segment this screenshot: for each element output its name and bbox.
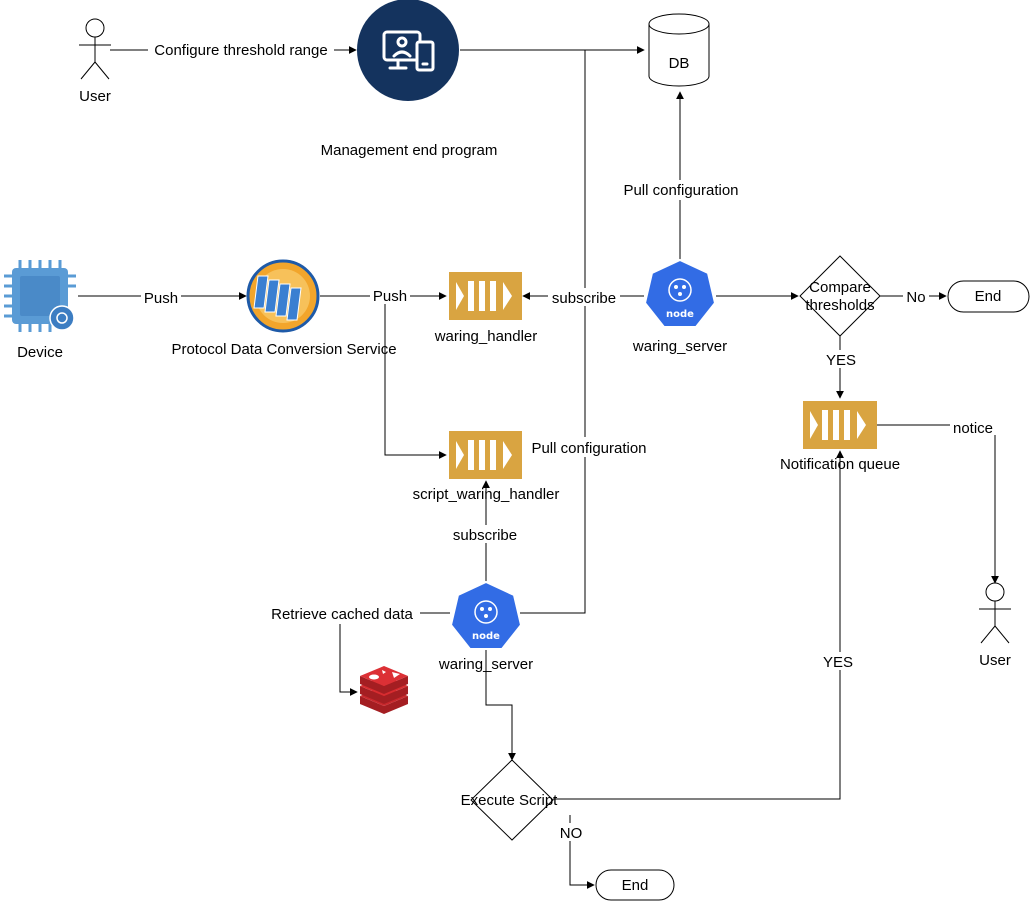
user-right-label: User [979, 652, 1011, 669]
queue-icon [449, 431, 522, 479]
execute-script-decision: Execute Script [461, 759, 559, 841]
script-waring-handler-node: script_waring_handler [413, 431, 560, 503]
edge-bottom-server-db [520, 50, 586, 614]
end-bottom-label: End [622, 877, 649, 894]
management-node: Management end program [321, 0, 498, 159]
device-label: Device [17, 344, 63, 361]
device-node: Device [4, 260, 76, 361]
edge-label-configure-threshold: Configure threshold range [154, 42, 327, 59]
edge-label-no: No [906, 289, 925, 306]
compare-label-line2: thresholds [805, 297, 874, 314]
edge-label-yes-script: YES [823, 654, 853, 671]
notification-queue-label: Notification queue [780, 456, 900, 473]
compare-decision: Compare thresholds [799, 255, 881, 337]
protocol-label: Protocol Data Conversion Service [171, 341, 396, 358]
waring-server-bottom-node: node waring_server [438, 580, 533, 673]
nodejs-icon: node [449, 580, 523, 650]
redis-node [360, 666, 408, 714]
edge-labels: Configure threshold range Push Push subs… [141, 40, 996, 842]
user-top-actor: User [79, 18, 111, 105]
database-icon [648, 24, 710, 87]
edge-label-retrieve-cached: Retrieve cached data [271, 606, 413, 623]
queue-icon [803, 401, 877, 449]
waring-handler-node: waring_handler [434, 272, 538, 345]
edge-label-push-protocol: Push [373, 288, 407, 305]
notification-queue-node: Notification queue [780, 401, 900, 473]
edge-label-subscribe-top: subscribe [552, 290, 616, 307]
protocol-node: Protocol Data Conversion Service [171, 259, 397, 358]
script-waring-handler-label: script_waring_handler [413, 486, 560, 503]
execute-script-label: Execute Script [461, 792, 559, 809]
management-label: Management end program [321, 142, 498, 159]
monitor-devices-icon [357, 0, 459, 101]
waring-handler-label: waring_handler [434, 328, 538, 345]
user-icon [979, 582, 1011, 644]
chip-icon [4, 260, 76, 332]
waring-server-top-node: node waring_server [632, 258, 727, 355]
waring-server-top-label: waring_server [632, 338, 727, 355]
edge-label-pull-config-top: Pull configuration [623, 182, 738, 199]
end-top-node: End [947, 280, 1030, 313]
waring-server-bottom-label: waring_server [438, 656, 533, 673]
edge-protocol-script-handler [384, 296, 447, 459]
edge-label-notice: notice [953, 420, 993, 437]
edge-label-yes-compare: YES [826, 352, 856, 369]
end-bottom-node: End [595, 869, 675, 901]
compare-label-line1: Compare [809, 279, 871, 296]
edge-label-subscribe-bottom: subscribe [453, 527, 517, 544]
redis-icon [360, 666, 408, 714]
db-label: DB [669, 55, 690, 72]
user-top-label: User [79, 88, 111, 105]
edge-execute-queue [553, 450, 844, 800]
edge-label-pull-config-bottom: Pull configuration [531, 440, 646, 457]
svg-text:node: node [666, 309, 694, 320]
user-right-actor: User [979, 582, 1011, 669]
edge-notice [877, 424, 999, 584]
nodejs-icon: node [643, 258, 717, 328]
svg-text:node: node [472, 631, 500, 642]
edge-server-execute [485, 648, 516, 761]
db-node: DB [648, 13, 710, 87]
conversion-service-icon [246, 259, 320, 333]
user-icon [79, 18, 111, 80]
edge-label-no-script: NO [560, 825, 583, 842]
edge-label-push-device: Push [144, 290, 178, 307]
end-top-label: End [975, 288, 1002, 305]
queue-icon [449, 272, 522, 320]
